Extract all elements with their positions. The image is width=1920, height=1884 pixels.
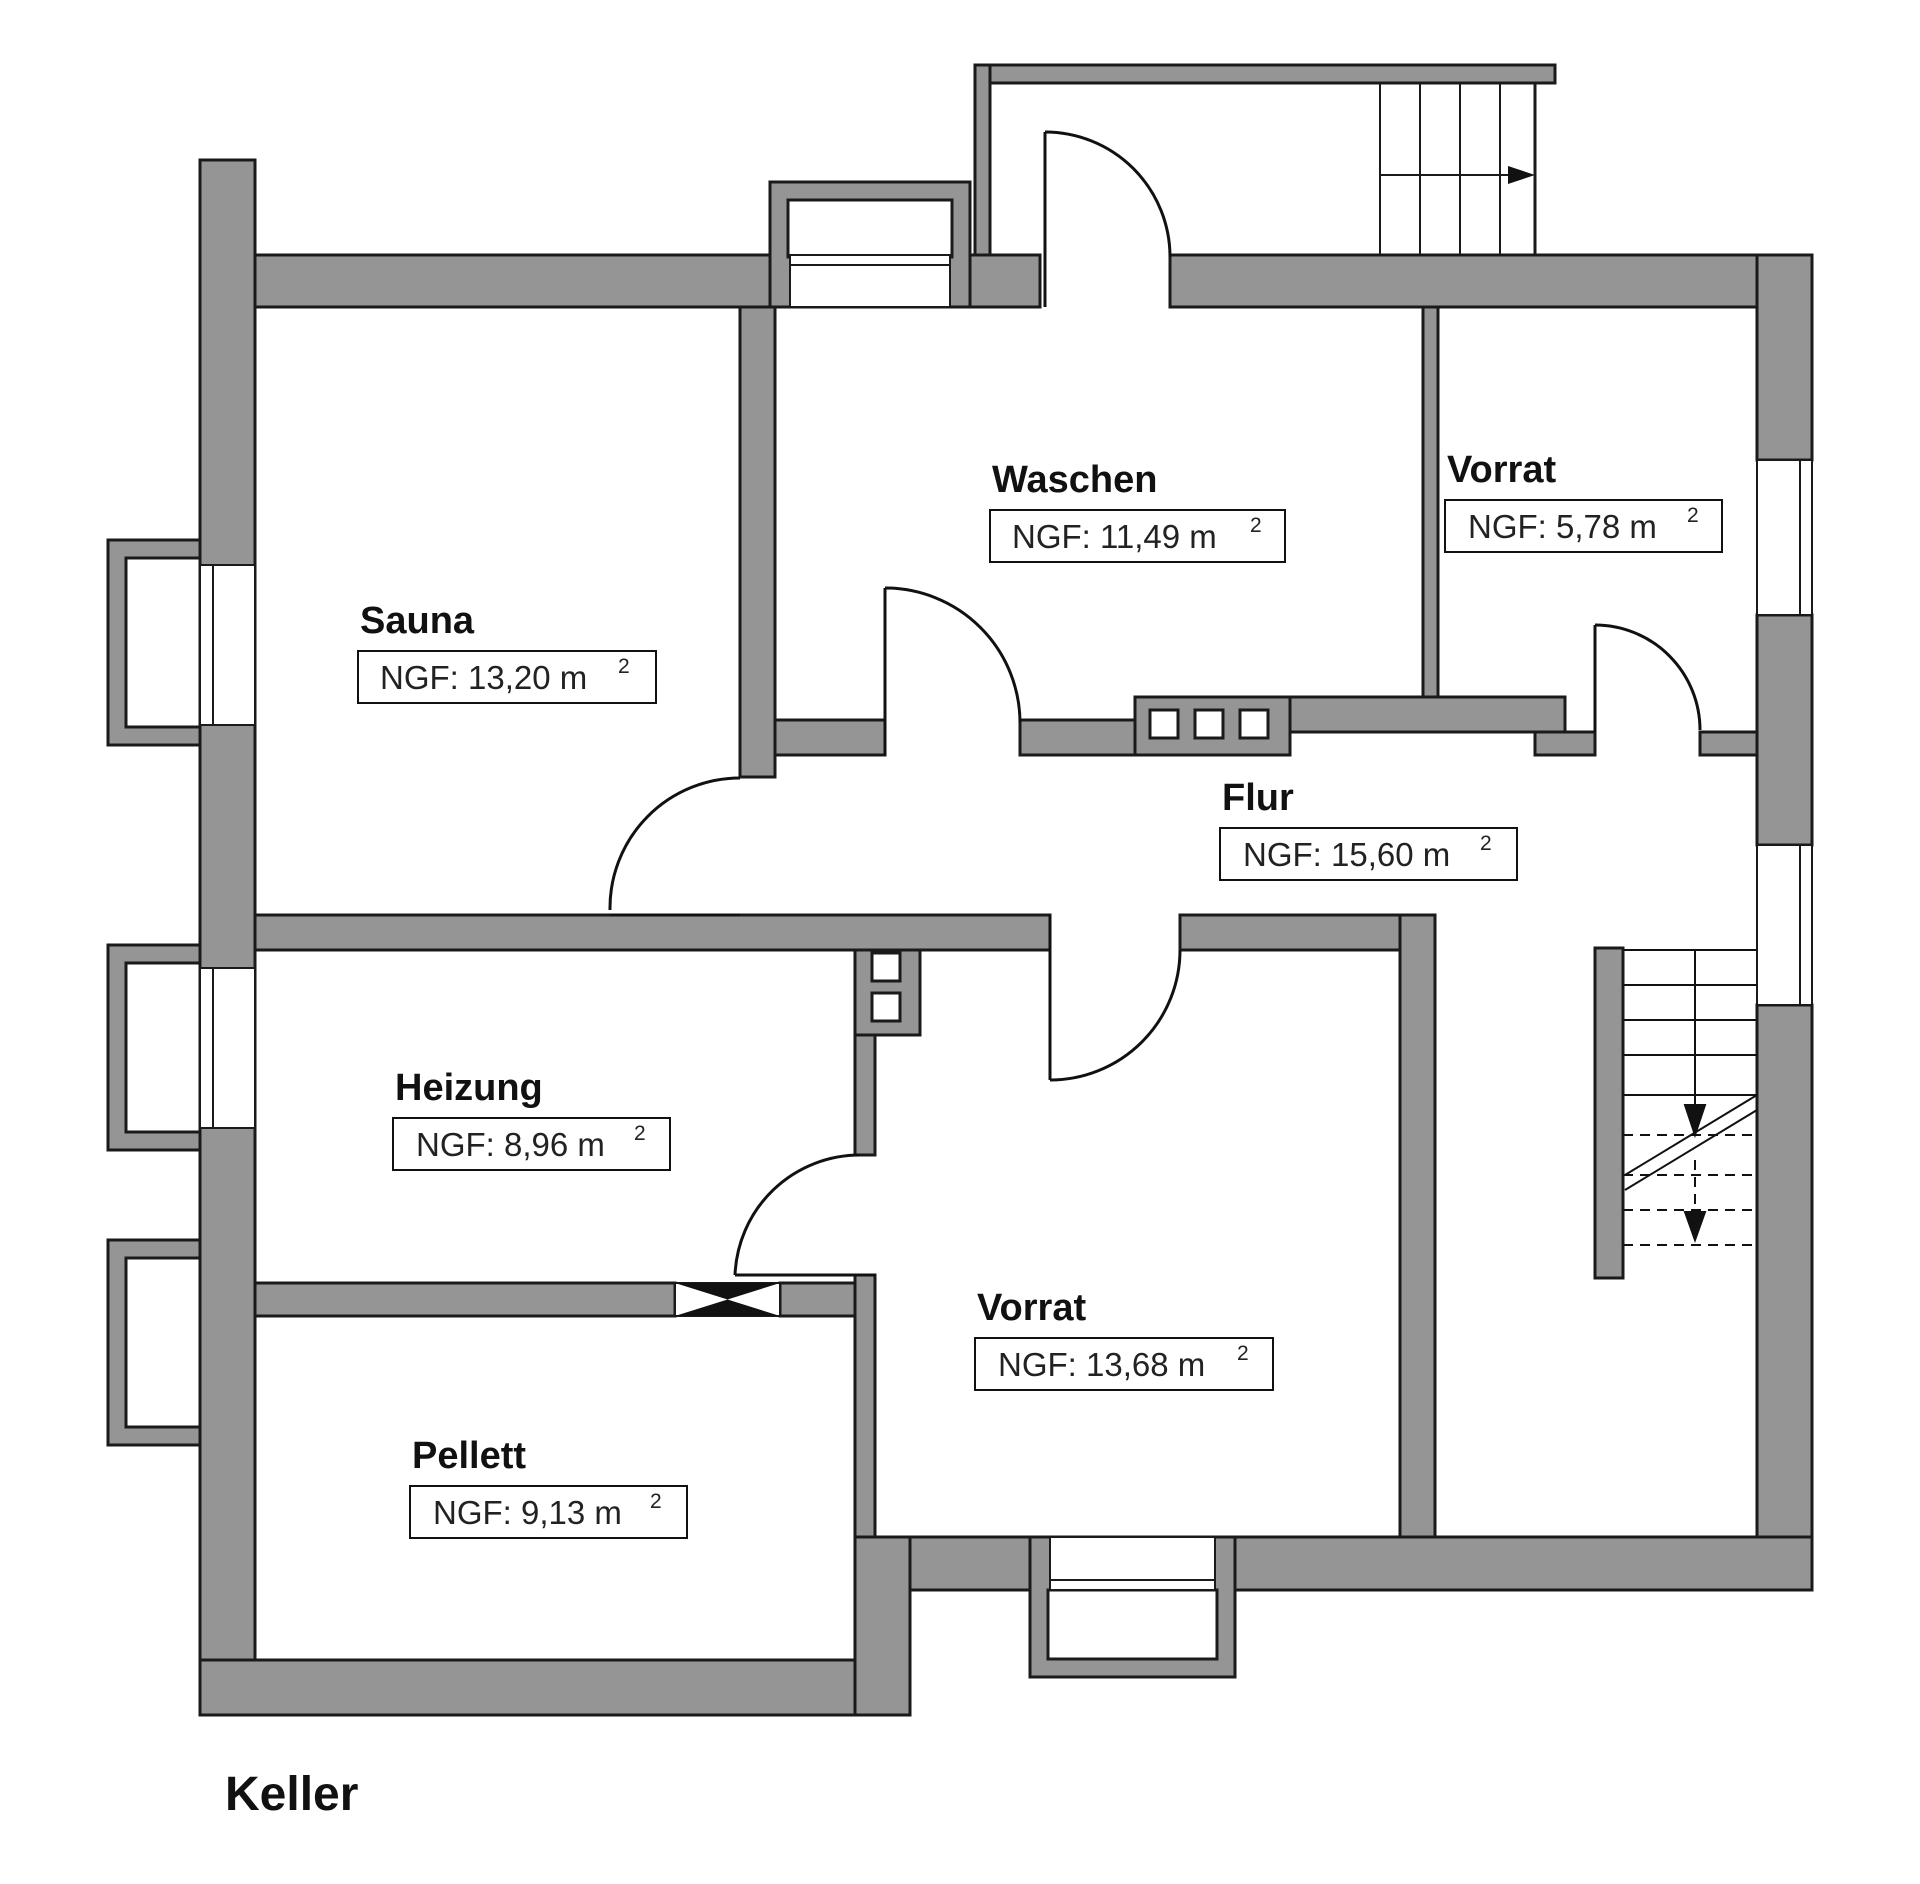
interior-stair — [1623, 949, 1758, 1246]
room-name: Sauna — [360, 600, 475, 642]
room-name: Vorrat — [1447, 449, 1556, 491]
room-label-heizung: Heizung NGF: 8,96 m 2 — [392, 1067, 671, 1171]
area-unit-superscript: 2 — [650, 1490, 662, 1513]
area-value: NGF: 13,68 m — [998, 1346, 1205, 1383]
area-unit-superscript: 2 — [1687, 504, 1699, 527]
area-box — [357, 650, 657, 704]
doors — [608, 130, 1702, 1277]
area-box — [392, 1117, 671, 1171]
area-unit-superscript: 2 — [1480, 832, 1492, 855]
room-name: Waschen — [992, 459, 1157, 501]
room-label-sauna: Sauna NGF: 13,20 m 2 — [357, 600, 657, 704]
area-value: NGF: 15,60 m — [1243, 836, 1450, 873]
room-label-vorrat-upper: Vorrat NGF: 5,78 m 2 — [1444, 449, 1723, 553]
room-name: Flur — [1222, 777, 1294, 819]
area-value: NGF: 9,13 m — [433, 1494, 622, 1531]
window-well-insides — [124, 198, 1219, 1661]
area-value: NGF: 8,96 m — [416, 1126, 605, 1163]
area-box — [974, 1337, 1274, 1391]
room-label-flur: Flur NGF: 15,60 m 2 — [1219, 777, 1518, 881]
area-unit-superscript: 2 — [618, 655, 630, 678]
room-label-vorrat-lower: Vorrat NGF: 13,68 m 2 — [974, 1287, 1274, 1391]
room-name: Heizung — [395, 1067, 543, 1109]
chimney — [870, 708, 1270, 1023]
entrance-stair — [973, 63, 1557, 257]
area-box — [1444, 499, 1723, 553]
windows — [199, 254, 1813, 1591]
area-box — [989, 509, 1286, 563]
area-box — [1219, 827, 1518, 881]
room-name: Vorrat — [977, 1287, 1086, 1329]
area-unit-superscript: 2 — [634, 1122, 646, 1145]
room-name: Pellett — [412, 1435, 526, 1477]
area-value: NGF: 5,78 m — [1468, 508, 1657, 545]
area-box — [409, 1485, 688, 1539]
walls — [198, 158, 1814, 1717]
area-unit-superscript: 2 — [1250, 514, 1262, 537]
area-unit-superscript: 2 — [1237, 1342, 1249, 1365]
floor-title: Keller — [225, 1768, 358, 1821]
room-label-waschen: Waschen NGF: 11,49 m 2 — [989, 459, 1286, 563]
room-label-pellett: Pellett NGF: 9,13 m 2 — [409, 1435, 688, 1539]
area-value: NGF: 11,49 m — [1012, 518, 1217, 555]
area-value: NGF: 13,20 m — [380, 659, 587, 696]
